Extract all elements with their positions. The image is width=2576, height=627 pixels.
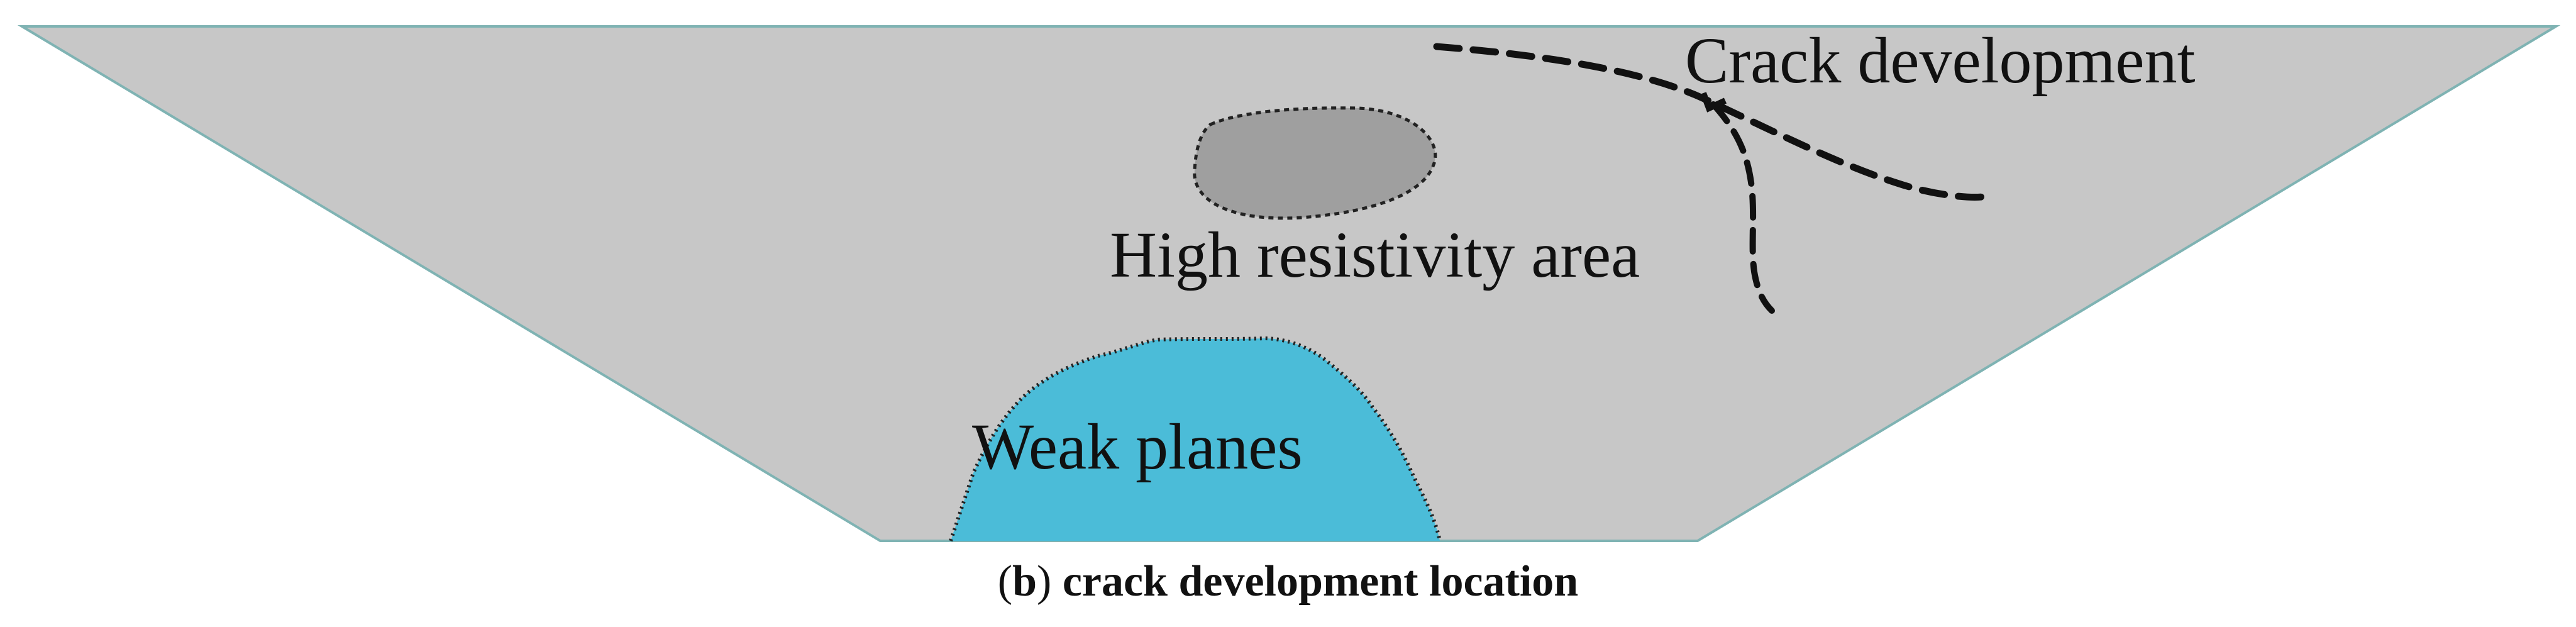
- caption-letter: b: [1012, 557, 1037, 606]
- caption-close-paren: ): [1037, 557, 1052, 606]
- caption-open-paren: (: [997, 557, 1013, 606]
- weak-planes-region: [951, 338, 1440, 541]
- label-weak-planes: Weak planes: [972, 411, 1303, 483]
- section-trapezoid: [17, 25, 2561, 542]
- label-crack-development: Crack development: [1685, 25, 2196, 97]
- crack-line-main: [1433, 43, 1987, 201]
- crack-arrowhead: [1700, 92, 1727, 113]
- label-high-resistivity-area: High resistivity area: [1110, 219, 1640, 291]
- caption-text: crack development location: [1051, 557, 1579, 606]
- high-resistivity-area: [1193, 106, 1437, 220]
- figure-caption: (b) crack development location: [0, 547, 2576, 616]
- crack-line-branch: [1710, 101, 1775, 314]
